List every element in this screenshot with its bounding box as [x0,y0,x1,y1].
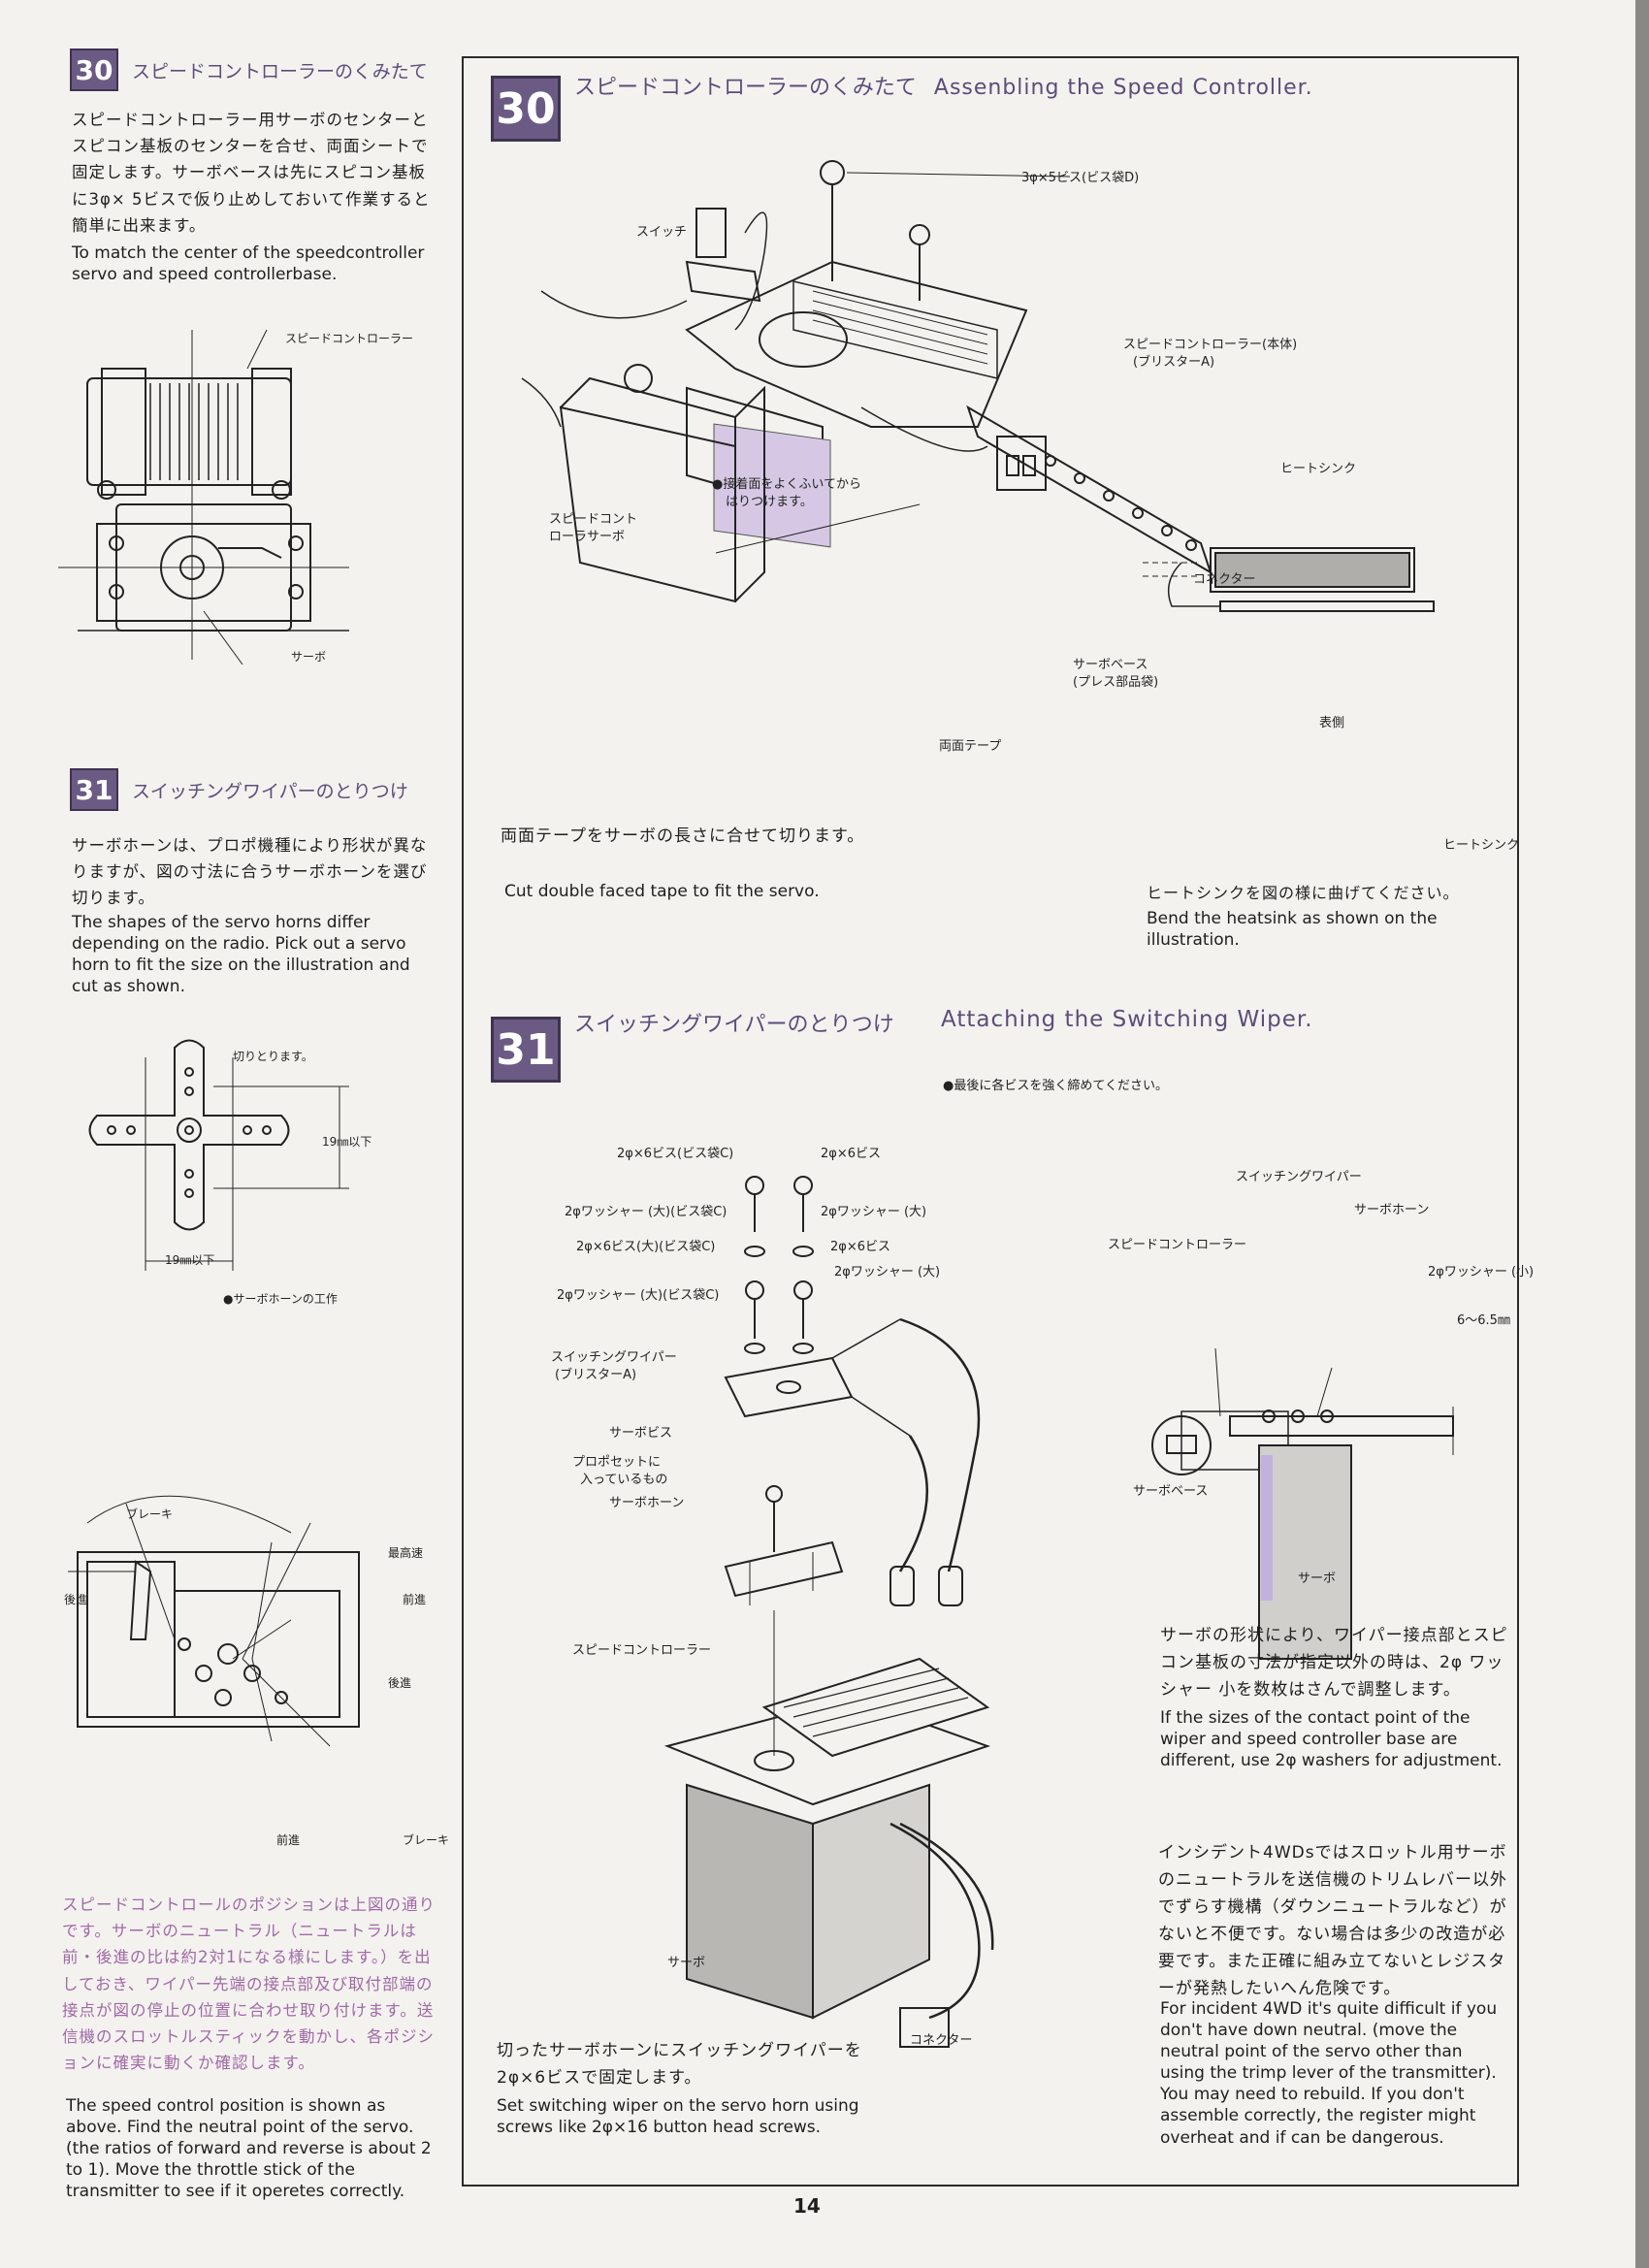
label-right-1: スイッチングワイパー [1236,1170,1362,1184]
label-part-17: コネクター [910,2033,973,2048]
label-right-4: 2φワッシャー (小) [1428,1265,1535,1280]
label-switch: スイッチ [636,225,688,240]
incident-4wd-jp: インシデント4WDsではスロットル用サーボのニュートラルを送信機のトリムレバー以… [1158,1843,1507,1999]
step-31-instructions-en: The shapes of the servo horns differ dep… [72,913,410,997]
incident-4wd-en: For incident 4WD it's quite difficult if… [1160,1999,1498,2148]
note-tighten-screws: ●最後に各ビスを強く締めてください。 [943,1079,1168,1093]
step-title: スイッチングワイパーのとりつけ [132,780,408,802]
label-right-7: サーボ [1298,1571,1337,1586]
step-30-instructions-jp: スピードコントローラー用サーボのセンターとスピコン基板のセンターを合せ、両面シー… [72,111,431,235]
label-sc-servo-1: スピードコント [549,512,638,527]
label-part-5: 2φ×6ビス(大)(ビス袋C) [576,1240,716,1254]
label-right-5: 6～6.5㎜ [1457,1313,1510,1328]
fix-wiper-en: Set switching wiper on the servo horn us… [497,2096,859,2138]
label-part-1: 2φ×6ビス(ビス袋C) [617,1147,734,1161]
label-part-14: サーボホーン [609,1496,685,1510]
label-part-13: 入っているもの [580,1473,668,1487]
adjust-washer-jp: サーボの形状により、ワイパー接点部とスピコン基板の寸法が指定以外の時は、2φ ワ… [1160,1626,1508,1701]
label-speed-controller-body: スピードコントローラー(本体) [1123,338,1298,352]
label-cut: 切りとります。 [233,1050,313,1063]
step-number-badge: 31 [70,768,118,811]
label-part-8: 2φワッシャー (大)(ビス袋C) [557,1288,720,1303]
position-instructions-jp: スピードコントロールのポジションは上図の通りです。サーボのニュートラル（ニュート… [62,1895,436,2073]
step-30-instructions-en: To match the center of the speedcontroll… [72,243,425,285]
label-reverse-2: 後進 [388,1676,412,1690]
label-brake-1: ブレーキ [126,1507,174,1521]
step-31-badge: 31 [491,1017,561,1083]
label-right-6: サーボベース [1133,1484,1209,1499]
label-servo-base: サーボベース [1073,658,1148,672]
label-press-parts-bag: (プレス部品袋) [1073,675,1159,690]
title-en: Assenbling the Speed Controller. [933,76,1313,100]
label-screw-3x5: 3φ×5ビス(ビス袋D) [1021,171,1140,185]
label-19mm-b: 19㎜以下 [165,1253,215,1267]
label-part-16: サーボ [667,1956,706,1970]
label-part-11: サーボビス [609,1426,673,1441]
label-forward-1: 前進 [403,1593,427,1606]
cut-tape-jp: 両面テープをサーボの長さに合せて切ります。 [501,826,865,846]
label-part-15: スピードコントローラー [572,1643,712,1658]
main-instruction-frame: 30 スピードコントローラーのくみたて Assenbling the Speed … [462,56,1534,2187]
label-part-10: (ブリスターA) [555,1368,637,1382]
page-edge [1635,0,1649,2268]
label-blister-a: (ブリスターA) [1133,355,1215,370]
label-part-6: 2φ×6ビス [830,1240,891,1254]
step-31-title-en: Attaching the Switching Wiper. [941,1007,1313,1032]
speed-controller-assembly-diagram [521,160,1435,612]
left-step-31-header: 31 スイッチングワイパーのとりつけ [70,768,408,811]
bend-heatsink-en: Bend the heatsink as shown on the illust… [1147,909,1438,951]
label-part-7: 2φワッシャー (大) [834,1265,941,1280]
label-max-speed: 最高速 [388,1546,424,1560]
position-instructions-en: The speed control position is shown as a… [66,2096,432,2202]
label-heatsink-bent: ヒートシンク [1443,838,1520,853]
label-part-12: プロポセットに [572,1455,662,1470]
label-19mm-a: 19㎜以下 [322,1135,372,1149]
left-column: 30 スピードコントローラーのくみたて スピードコントローラー用サーボのセンター… [58,39,449,2202]
label-servo: サーボ [291,650,327,664]
label-front-side: 表側 [1319,716,1345,730]
label-speed-controller: スピードコントローラー [285,332,414,345]
label-part-3: 2φワッシャー (大)(ビス袋C) [565,1205,728,1219]
label-wipe-surface: ●接着面をよくふいてから [712,477,861,492]
speed-position-diagram [68,1495,360,1747]
label-forward-2: 前進 [276,1833,301,1847]
label-double-tape: 両面テープ [939,739,1002,754]
bend-heatsink-jp: ヒートシンクを図の様に曲げてください。 [1147,884,1460,902]
label-heatsink: ヒートシンク [1280,462,1357,476]
label-part-9: スイッチングワイパー [551,1350,677,1365]
step-30-badge: 30 [491,76,561,142]
label-right-3: スピードコントローラー [1108,1238,1247,1252]
label-brake-2: ブレーキ [403,1833,450,1847]
step-30-title: スピードコントローラーのくみたて Assenbling the Speed Con… [574,70,1313,101]
servo-center-diagram [58,329,349,665]
label-sc-servo-2: ローラサーボ [549,530,626,544]
label-part-2: 2φ×6ビス [821,1147,882,1161]
step-title: スピードコントローラーのくみたて [132,60,428,82]
cut-tape-en: Cut double faced tape to fit the servo. [504,882,820,901]
title-jp: スピードコントローラーのくみたて [574,76,917,100]
label-horn-work: ●サーボホーンの工作 [223,1292,338,1306]
label-part-4: 2φワッシャー (大) [821,1205,927,1219]
fix-wiper-jp: 切ったサーボホーンにスイッチングワイパーを2φ×6ビスで固定します。 [497,2041,862,2089]
page-number: 14 [793,2194,821,2218]
label-right-2: サーボホーン [1354,1203,1430,1217]
label-reverse-1: 後進 [64,1593,88,1606]
label-wipe-surface-2: はりつけます。 [726,495,813,509]
adjust-washer-en: If the sizes of the contact point of the… [1160,1708,1503,1771]
step-number-badge: 30 [70,49,118,91]
servo-horn-diagram [88,1039,349,1271]
step-31-title-jp: スイッチングワイパーのとりつけ [574,1013,894,1037]
left-step-30-header: 30 スピードコントローラーのくみたて [70,49,428,91]
label-connector: コネクター [1193,572,1256,587]
switching-wiper-diagram [663,1176,1454,2048]
step-31-instructions-jp: サーボホーンは、プロポ機種により形状が異なりますが、図の寸法に合うサーボホーンを… [72,836,428,908]
